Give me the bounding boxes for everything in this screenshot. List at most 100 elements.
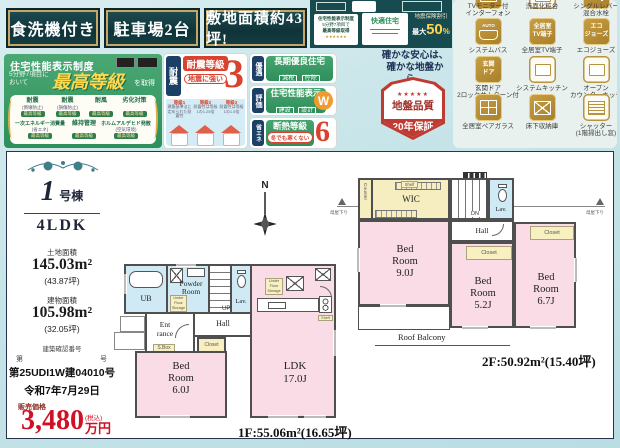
bedroom-6-7j: Closet Bed Room 6.7J — [514, 222, 576, 328]
feature-label: シングルレバー 混合水栓 — [573, 3, 617, 18]
building-area-value: 105.98m² — [31, 304, 93, 321]
land-area-value: 145.03m² — [31, 256, 93, 273]
feature-label: TVモニター付 インターフォン — [465, 3, 511, 18]
seismic-houses: 等級1 建築基準法に定められた耐震性 等級2 耐震性は等級1の1.25倍 等級3… — [166, 99, 245, 146]
performance-title: 住宅性能表示制度 — [10, 62, 94, 73]
perf-item-name: ホルムアルデヒド発散 — [101, 121, 151, 127]
promo-panel: 住宅性能表示制度 5分野7項目で 最高等級取得 ★★★★★★ 快適住宅 地震保険… — [310, 0, 452, 48]
counter-kitchen-icon — [583, 56, 610, 83]
counter-2f-label: Counter — [362, 183, 367, 201]
insulation-box: 断熱等級 冬でも寒くない — [266, 120, 314, 146]
house-note: 耐震性は等級1の1.25倍 — [193, 104, 218, 114]
bedroom-9j: Bed Room 9.0J — [358, 220, 450, 306]
house-note: 建築基準法に定められた耐震性 — [167, 104, 192, 118]
toilet-icon — [498, 184, 507, 188]
house-tag: 等級3 — [225, 100, 238, 105]
seismic-pill: 地震に強い — [184, 74, 227, 84]
performance-sub: 5分野7項目に おいて — [9, 71, 53, 87]
evaluation-w-mark: W — [314, 91, 333, 110]
porch-step — [120, 316, 145, 332]
insulation-grade: 6 — [315, 115, 330, 148]
evaluation-tag2: 設計 — [298, 107, 317, 115]
entrance: Ent rance S.Box — [145, 312, 195, 353]
price-unit-block: (税込) 万円 — [85, 412, 111, 436]
window — [304, 415, 326, 419]
perf-item-note: (空気環境) — [115, 127, 137, 132]
feature-label: 全居室TV端子 — [521, 47, 563, 54]
perf-item: 耐震 (損傷防止) 最高等級 — [51, 98, 84, 117]
toilet-bowl-icon — [498, 189, 507, 202]
ground-warranty: 20年保証 — [384, 119, 442, 137]
room-wic-label: WIC — [402, 194, 420, 204]
land-area-label: 土地面積 — [47, 248, 77, 257]
badge-evaluation: 評価 住宅性能表示 建設 設計 W — [250, 86, 336, 115]
award-chip — [316, 2, 346, 11]
performance-sub-2: おいて — [9, 79, 29, 86]
perf-item-tag: 最高等級 — [72, 133, 96, 139]
badge-long-term: 優遇 長期優良住宅 減税 控除 — [250, 54, 336, 83]
feature-label: 全居室ペアガラス — [462, 123, 514, 130]
perf-item-tag: 最高等級 — [28, 133, 52, 139]
bedroom-9j-label: Bed Room 9.0J — [392, 244, 418, 279]
perf-item-name: 耐震 — [26, 98, 39, 104]
section-marker-left — [338, 198, 346, 205]
perf-item-name: 耐震 — [61, 98, 74, 104]
compass-n-label: N — [261, 180, 269, 191]
ground-shield: ★★★★★ 地盤品質 20年保証 — [381, 77, 445, 140]
pair-glass-icon — [475, 94, 502, 121]
perf-item-name: 劣化対策 — [122, 98, 147, 104]
features-panel: TVモニター付 インターフォン 洗面化粧台 シングルレバー 混合水栓 AUTO … — [453, 0, 617, 148]
toilet-bowl-icon — [237, 275, 246, 288]
perf-item: 一次エネルギー消費量 (省エネ) 最高等級 — [12, 121, 68, 139]
bedroom-6-7j-label: Bed Room 6.7J — [533, 272, 559, 307]
bedroom-6j-label: Bed Room 6.0J — [168, 361, 194, 396]
room-lav-label: Lav. — [235, 298, 247, 305]
flourish-ornament — [27, 161, 99, 172]
hall-2f: Hall — [450, 220, 514, 242]
insurance-discount: 地震保険割引 最大50% — [412, 13, 450, 45]
floor1-area-label: 1F:55.06m²(16.65坪) — [238, 425, 352, 440]
washing-machine-icon — [170, 268, 183, 283]
system-kitchen-icon — [529, 56, 556, 83]
floor2-area-label: 2F:50.92m²(15.40坪) — [482, 354, 596, 369]
house-grade-1: 等級1 建築基準法に定められた耐震性 — [167, 100, 192, 119]
price-tax: (税込) — [84, 415, 103, 422]
badge-land-area-label: 敷地面積約43坪! — [206, 11, 304, 48]
perf-item-note: (損傷防止) — [57, 105, 78, 110]
closet-1f-label: Closet — [200, 341, 223, 350]
vanity-sink-icon — [187, 268, 205, 277]
roof-balcony-label: Roof Balcony — [398, 332, 446, 342]
faucet-icon — [583, 0, 610, 9]
award-box: 住宅性能表示制度 5分野7項目で 最高等級取得 ★★★★★★ — [314, 14, 358, 45]
window — [356, 248, 360, 272]
perf-item-tag: 最高等級 — [20, 111, 45, 117]
perf-item-name: 維持管理 — [71, 121, 96, 127]
mascot-chip — [352, 1, 376, 12]
tv-outlet-text: 全居室 TV端子 — [532, 24, 553, 38]
perf-item-tag: 最高等級 — [55, 111, 80, 117]
hall-1f-label: Hall — [216, 319, 230, 328]
door-arc — [175, 324, 189, 338]
ldk-underfloor-tag: Under Floor Storage — [265, 278, 283, 295]
ground-lead1: 確かな安心は、 — [381, 50, 449, 61]
room-lav-1f: Lav. — [230, 264, 252, 314]
toilet-icon — [237, 270, 246, 274]
perf-item: 耐震 (倒壊防止) 最高等級 — [16, 98, 49, 117]
stove-icon — [319, 296, 332, 313]
long-term-tab: 優遇 — [252, 56, 264, 81]
window — [268, 415, 298, 419]
room-powder: Powder Room Under Floor Storage — [166, 264, 210, 314]
ground-stars: ★★★★★ — [397, 92, 429, 98]
wic-shelf-tag: Shelf — [401, 181, 418, 188]
badge-parking: 駐車場2台 — [104, 8, 200, 48]
price-row: 3,480 (税込) 万円 — [14, 406, 118, 436]
vanity-icon — [529, 0, 556, 9]
system-bath-icon: AUTO — [475, 18, 502, 45]
long-term-title: 長期優良住宅 — [273, 56, 325, 66]
performance-chip-1 — [116, 57, 135, 68]
feature-label: システムバス — [468, 47, 508, 54]
comfort-line1 — [370, 29, 400, 30]
perf-item-tag: 最高等級 — [89, 111, 113, 117]
house-icon — [195, 125, 215, 146]
comfort-title: 快適住宅 — [371, 18, 399, 25]
